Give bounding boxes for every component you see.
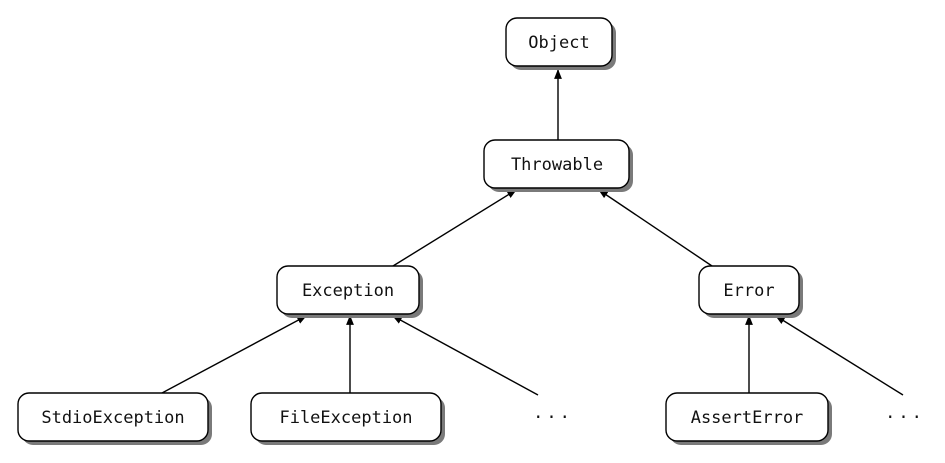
node-exception-label: Exception xyxy=(302,281,394,301)
node-throwable-box xyxy=(483,139,630,189)
edge-more-exception xyxy=(392,315,539,396)
ellipsis-error-more: ... xyxy=(885,403,925,423)
node-asserterror: AssertError xyxy=(665,392,832,445)
node-throwable: Throwable xyxy=(483,139,633,192)
node-object: Object xyxy=(505,17,616,70)
node-object-label: Object xyxy=(528,33,589,53)
node-asserterror-box xyxy=(665,392,829,442)
node-stdioexception-box xyxy=(17,392,209,442)
node-fileexception-label: FileException xyxy=(279,408,412,428)
node-stdioexception: StdioException xyxy=(17,392,212,445)
node-asserterror-label: AssertError xyxy=(691,408,804,428)
edge-more-error xyxy=(775,315,904,396)
node-exception-box xyxy=(276,265,420,315)
node-error-label: Error xyxy=(723,281,774,301)
ellipsis-exception-more: ... xyxy=(533,403,573,423)
node-stdioexception-label: StdioException xyxy=(41,408,184,428)
edge-exception-throwable xyxy=(392,189,517,267)
edges xyxy=(161,69,904,396)
node-error-box xyxy=(698,265,800,315)
edge-stdioexception-exception xyxy=(161,315,307,394)
node-fileexception: FileException xyxy=(250,392,445,445)
node-object-box xyxy=(505,17,613,67)
node-throwable-label: Throwable xyxy=(511,155,603,175)
node-error: Error xyxy=(698,265,803,318)
edge-error-throwable xyxy=(598,189,713,267)
node-fileexception-box xyxy=(250,392,442,442)
node-exception: Exception xyxy=(276,265,423,318)
